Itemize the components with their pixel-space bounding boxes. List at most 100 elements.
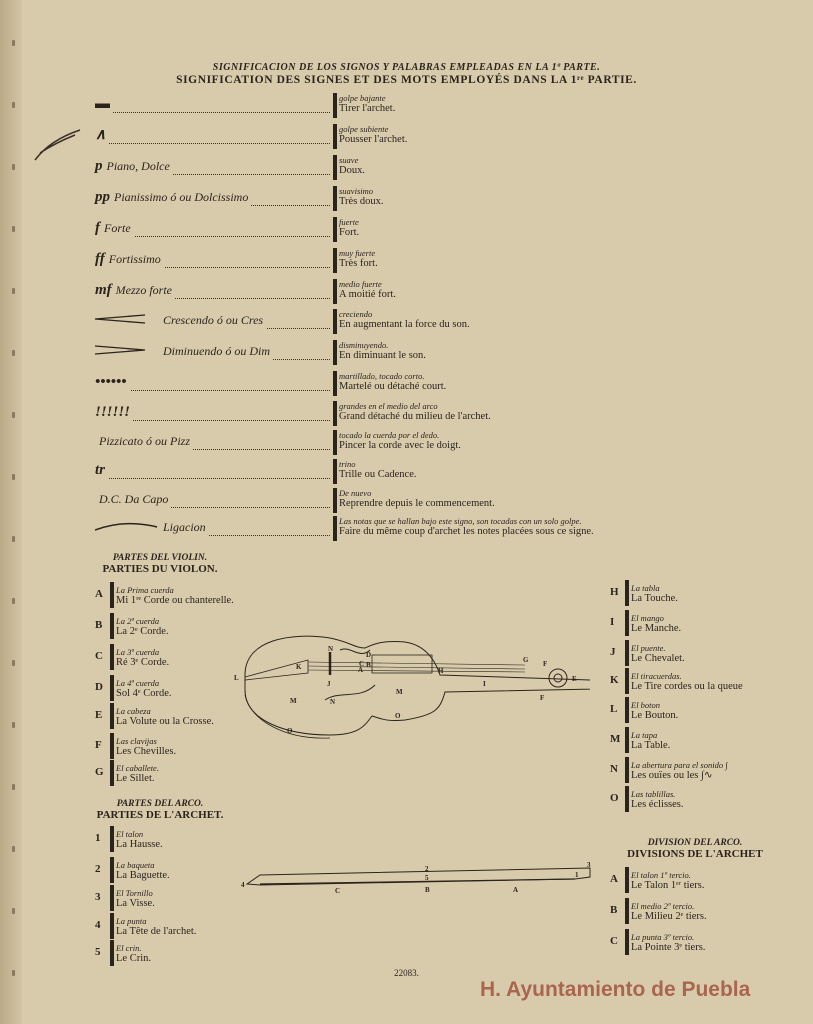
sign-symbol: !!!!!!	[95, 404, 134, 421]
diagram-label: L	[234, 674, 239, 682]
violin-part-letter: K	[610, 674, 619, 686]
violin-part-french: La Touche.	[631, 593, 678, 604]
binding-hole	[12, 288, 15, 294]
bracket	[333, 430, 337, 455]
bow-part-spanish: El talon	[116, 829, 144, 839]
bracket	[110, 913, 114, 939]
bow-part-letter: 2	[95, 863, 101, 875]
violin-part-letter: G	[95, 766, 104, 778]
sign-label: D.C. Da Capo	[99, 492, 169, 506]
violin-part-text: El tiracuerdas.Le Tire cordes ou la queu…	[631, 671, 743, 692]
binding-hole	[12, 722, 15, 728]
violin-part-letter: O	[610, 792, 619, 804]
binding-hole	[12, 350, 15, 356]
violin-part-spanish: La tapa	[631, 730, 658, 740]
violin-part-spanish: El tiracuerdas.	[631, 671, 682, 681]
meaning-french: Pincer la corde avec le doigt.	[339, 440, 461, 451]
meaning-spanish: creciendo	[339, 309, 373, 319]
violin-part-spanish: La abertura para el sonido ∫	[631, 760, 728, 770]
bow-title-french: PARTIES DE L'ARCHET.	[96, 809, 224, 821]
sign-description: martillado, tocado corto.Martelé ou déta…	[333, 371, 446, 396]
bow-part-spanish: La punta	[116, 916, 147, 926]
bow-part-french: La Visse.	[116, 898, 155, 909]
division-part-spanish: El talon 1º tercio.	[631, 870, 691, 880]
sign-label: Piano, Dolce	[106, 159, 170, 173]
sign-glyph: f	[95, 220, 100, 236]
sign-glyph: ff	[95, 251, 105, 267]
violin-part-spanish: La Prima cuerda	[116, 585, 174, 595]
violin-part-french: Mi 1ʳᵉ Corde ou chanterelle.	[116, 595, 234, 606]
meaning-spanish: Las notas que se hallan bajo este signo,…	[339, 516, 582, 526]
sign-symbol: D.C. Da Capo	[95, 491, 172, 508]
diagram-label: G	[523, 656, 529, 664]
diagram-label: B	[425, 886, 430, 894]
sign-symbol: ∧	[95, 125, 109, 144]
violin-part-french: Les éclisses.	[631, 799, 684, 810]
violin-part-french: Le Tire cordes ou la queue	[631, 681, 743, 692]
diagram-label: C	[335, 887, 340, 895]
sign-label: Ligacion	[163, 520, 206, 534]
meaning-french: A moitié fort.	[339, 289, 396, 300]
bracket	[333, 279, 337, 304]
violin-part-french: Le Manche.	[631, 623, 682, 634]
dot-leader	[95, 478, 330, 479]
bracket	[625, 786, 629, 812]
sign-symbol: Pizzicato ó ou Pizz	[95, 433, 194, 450]
meaning-spanish: suave	[339, 155, 359, 165]
bracket	[110, 885, 114, 911]
violin-part-text: El caballete.Le Sillet.	[116, 763, 159, 784]
diagram-label: A	[513, 886, 518, 894]
bracket	[625, 697, 629, 723]
violin-part-french: Les Chevilles.	[116, 746, 177, 757]
violin-part-french: La Volute ou la Crosse.	[116, 716, 214, 727]
diagram-label: J	[327, 680, 331, 688]
diagram-label: M	[290, 697, 297, 705]
meaning-french: Trille ou Cadence.	[339, 469, 417, 480]
diagram-label: H	[438, 667, 444, 675]
bracket	[333, 488, 337, 513]
violin-part-letter: J	[610, 646, 616, 658]
bracket	[625, 668, 629, 694]
meaning-french: Faire du même coup d'archet les notes pl…	[339, 526, 594, 537]
diagram-label: M	[396, 688, 403, 696]
bracket	[625, 867, 629, 893]
meaning-spanish: De nuevo	[339, 488, 372, 498]
bracket	[333, 248, 337, 273]
bracket	[625, 898, 629, 924]
page-number: 22083.	[394, 968, 419, 978]
violin-part-french: Sol 4ᵉ Corde.	[116, 688, 172, 699]
violin-part-letter: I	[610, 616, 615, 628]
bracket	[333, 93, 337, 118]
meaning-french: Tirer l'archet.	[339, 103, 396, 114]
bracket	[110, 733, 114, 759]
bow-part-french: Le Crin.	[116, 953, 151, 964]
sign-label: Diminuendo ó ou Dim	[163, 344, 270, 358]
violin-part-letter: B	[95, 619, 103, 631]
sign-label: Pizzicato ó ou Pizz	[99, 434, 191, 448]
bracket	[110, 857, 114, 883]
meaning-french: Pousser l'archet.	[339, 134, 408, 145]
diagram-label: N	[330, 698, 335, 706]
bracket	[333, 309, 337, 334]
bow-part-spanish: El crin.	[116, 943, 142, 953]
meaning-spanish: golpe subiente	[339, 124, 389, 134]
violin-part-french: Le Chevalet.	[631, 653, 685, 664]
bracket	[625, 929, 629, 955]
violin-part-french: Le Sillet.	[116, 773, 155, 784]
violin-part-french: La 2ᵉ Corde.	[116, 626, 169, 637]
sign-description: Las notas que se hallan bajo este signo,…	[333, 516, 594, 541]
violin-part-spanish: La tabla	[631, 583, 660, 593]
meaning-french: Très doux.	[339, 196, 384, 207]
